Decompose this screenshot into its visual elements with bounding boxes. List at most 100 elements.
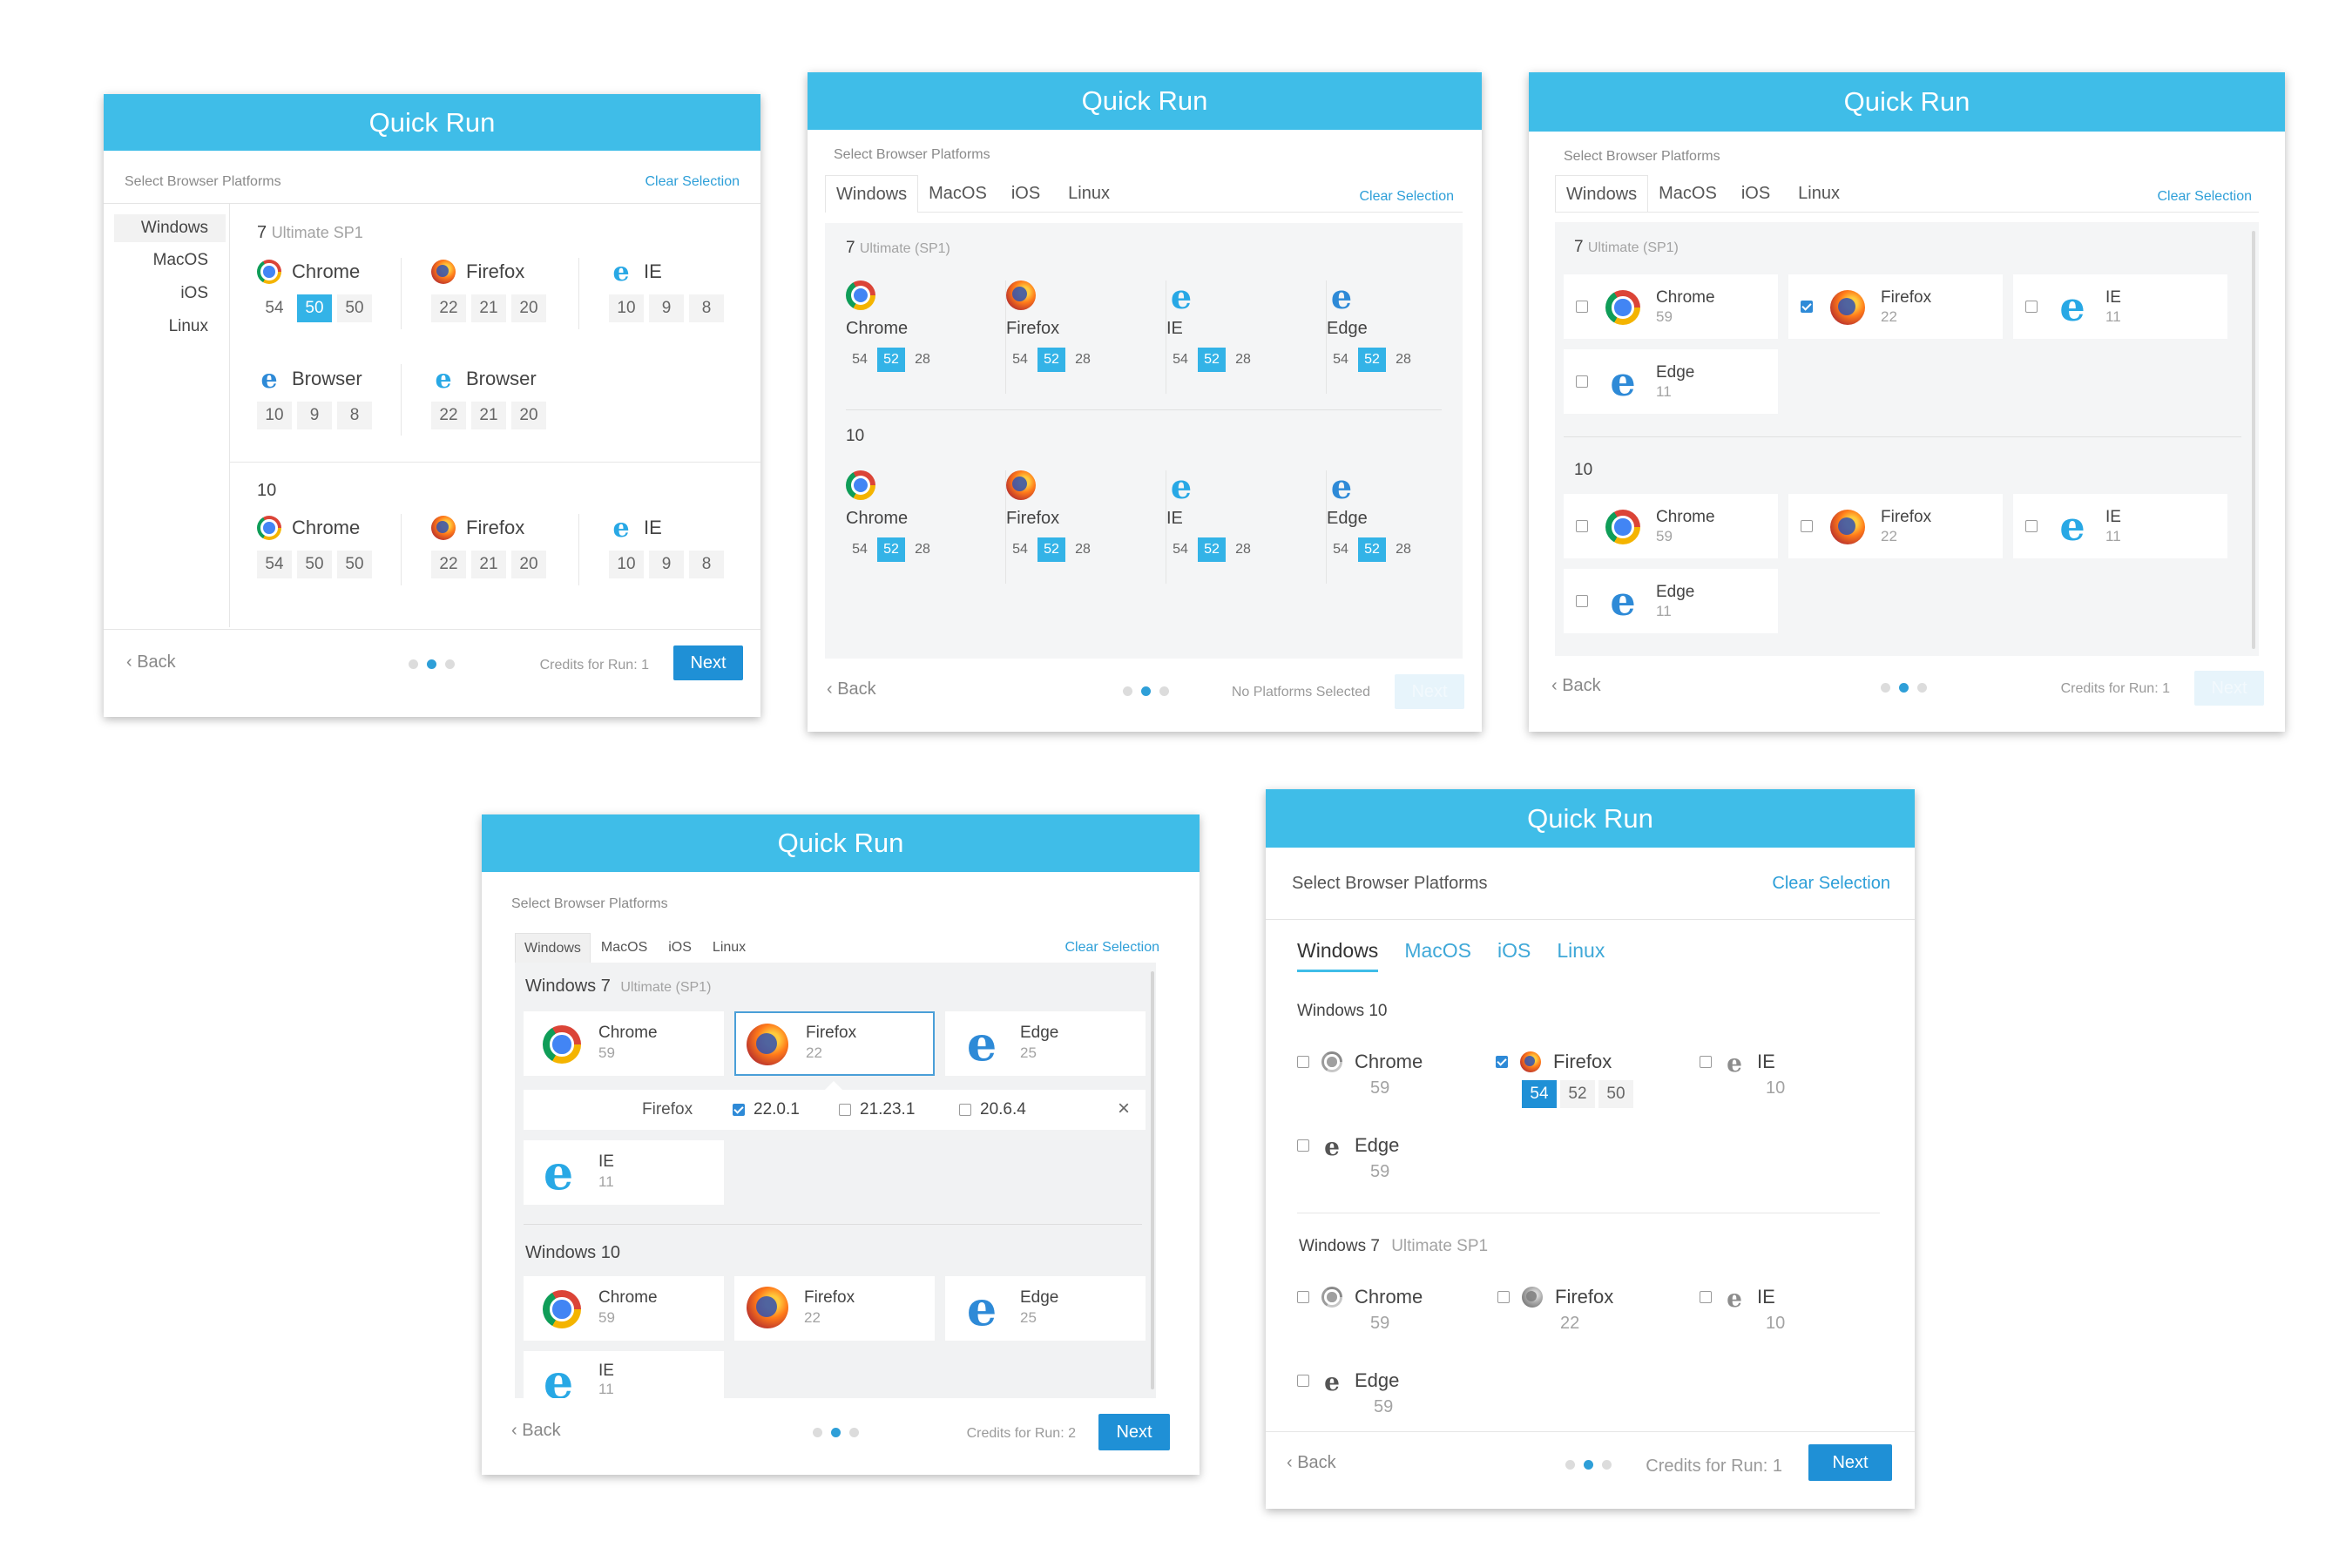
version-option[interactable]: 21.23.1	[839, 1100, 915, 1119]
version-chip[interactable]: 54	[1333, 542, 1348, 557]
version-chip[interactable]: 50	[297, 551, 332, 578]
version-chip[interactable]: 54	[1173, 352, 1188, 367]
clear-selection-link[interactable]: Clear Selection	[1064, 940, 1160, 955]
tile-checkbox[interactable]	[1576, 520, 1588, 532]
version-chip[interactable]: 10	[257, 402, 292, 429]
tab-windows[interactable]: Windows	[1555, 175, 1649, 213]
version-checkbox[interactable]	[839, 1104, 851, 1116]
browser-tile[interactable]: e Edge 25	[945, 1276, 1146, 1341]
version-chip[interactable]: 8	[689, 294, 724, 322]
browser-tile[interactable]: Chrome 59	[1564, 494, 1778, 558]
version-chip[interactable]: 54	[852, 352, 868, 367]
browser-tile[interactable]: e IE 11	[524, 1351, 724, 1398]
browser-checkbox[interactable]	[1297, 1291, 1309, 1303]
clear-selection-link[interactable]: Clear Selection	[1359, 189, 1455, 204]
version-chip[interactable]: 20	[511, 402, 546, 429]
browser-tile[interactable]: Chrome 59	[524, 1011, 724, 1076]
version-chip[interactable]: 8	[689, 551, 724, 578]
next-button[interactable]: Next	[1808, 1444, 1892, 1481]
os-item-ios[interactable]: iOS	[180, 284, 208, 302]
browser-tile[interactable]: e Edge 11	[1564, 349, 1778, 414]
browser-option[interactable]: Chrome 59	[1297, 1286, 1471, 1334]
version-option[interactable]: 20.6.4	[959, 1100, 1026, 1119]
version-chip[interactable]: 54	[1333, 352, 1348, 367]
tile-checkbox[interactable]	[2025, 301, 2038, 313]
tab-windows[interactable]: Windows	[1297, 939, 1379, 972]
back-button[interactable]: ‹ Back	[1287, 1453, 1336, 1473]
version-chip[interactable]: 54	[852, 542, 868, 557]
version-chip[interactable]: 28	[1235, 542, 1251, 557]
tab-linux[interactable]: Linux	[1557, 939, 1605, 962]
version-chip[interactable]: 52	[877, 348, 905, 372]
tab-ios[interactable]: iOS	[668, 940, 692, 955]
tab-linux[interactable]: Linux	[1068, 184, 1110, 203]
back-button[interactable]: ‹ Back	[511, 1421, 561, 1441]
browser-tile[interactable]: Chrome 59	[1564, 274, 1778, 339]
tab-macos[interactable]: MacOS	[929, 184, 987, 203]
os-item-macos[interactable]: MacOS	[152, 251, 208, 269]
version-chip[interactable]: 20	[511, 551, 546, 578]
version-chip[interactable]: 28	[1075, 542, 1091, 557]
version-chip[interactable]: 54	[257, 294, 292, 322]
tab-windows[interactable]: Windows	[825, 175, 919, 213]
version-chip[interactable]: 22	[431, 294, 466, 322]
browser-checkbox[interactable]	[1297, 1375, 1309, 1387]
tab-linux[interactable]: Linux	[712, 940, 747, 955]
tile-checkbox[interactable]	[1576, 301, 1588, 313]
scrollbar[interactable]	[2252, 231, 2255, 649]
os-item-linux[interactable]: Linux	[168, 317, 208, 335]
tab-macos[interactable]: MacOS	[1404, 939, 1471, 962]
next-button[interactable]: Next	[1098, 1414, 1170, 1450]
version-chip[interactable]: 52	[1037, 348, 1065, 372]
version-chip[interactable]: 28	[915, 542, 930, 557]
version-option[interactable]: 22.0.1	[733, 1100, 800, 1119]
browser-checkbox[interactable]	[1700, 1056, 1712, 1068]
next-button[interactable]: Next	[1395, 674, 1464, 709]
version-chip[interactable]: 8	[337, 402, 372, 429]
tab-macos[interactable]: MacOS	[1659, 184, 1717, 203]
clear-selection-link[interactable]: Clear Selection	[1772, 874, 1890, 893]
browser-tile[interactable]: e IE 11	[2013, 274, 2227, 339]
version-chip[interactable]: 50	[297, 294, 332, 322]
browser-option[interactable]: Chrome 59	[1297, 1051, 1471, 1098]
version-chip[interactable]: 28	[1235, 352, 1251, 367]
browser-tile[interactable]: Firefox 22	[734, 1276, 935, 1341]
back-button[interactable]: ‹ Back	[126, 652, 176, 672]
version-chip[interactable]: 9	[649, 294, 684, 322]
tab-linux[interactable]: Linux	[1798, 184, 1840, 203]
version-chip[interactable]: 52	[877, 537, 905, 562]
version-chip[interactable]: 9	[297, 402, 332, 429]
browser-tile[interactable]: Firefox 22	[1788, 274, 2003, 339]
version-chip[interactable]: 54	[1012, 352, 1028, 367]
version-chip[interactable]: 54	[1012, 542, 1028, 557]
version-chip[interactable]: 28	[1396, 542, 1411, 557]
next-button[interactable]: Next	[673, 645, 743, 680]
version-chip[interactable]: 52	[1037, 537, 1065, 562]
next-button[interactable]: Next	[2194, 671, 2264, 706]
version-chip[interactable]: 20	[511, 294, 546, 322]
back-button[interactable]: ‹ Back	[1551, 676, 1601, 696]
browser-tile[interactable]: e Edge 11	[1564, 569, 1778, 633]
tab-macos[interactable]: MacOS	[600, 940, 648, 955]
version-chip[interactable]: 52	[1358, 537, 1386, 562]
version-chip[interactable]: 10	[609, 294, 644, 322]
browser-checkbox[interactable]	[1497, 1291, 1510, 1303]
tile-checkbox[interactable]	[1576, 375, 1588, 388]
version-chip[interactable]: 52	[1198, 537, 1226, 562]
tab-windows[interactable]: Windows	[515, 933, 591, 963]
tab-ios[interactable]: iOS	[1497, 939, 1531, 962]
browser-checkbox[interactable]	[1297, 1056, 1309, 1068]
back-button[interactable]: ‹ Back	[827, 679, 876, 700]
os-item-windows[interactable]: Windows	[114, 214, 226, 242]
version-chip[interactable]: 54	[1522, 1080, 1557, 1108]
version-chip[interactable]: 28	[1396, 352, 1411, 367]
browser-option[interactable]: Firefox 22	[1497, 1286, 1672, 1334]
clear-selection-link[interactable]: Clear Selection	[645, 174, 740, 189]
version-chip[interactable]: 52	[1358, 348, 1386, 372]
browser-tile[interactable]: Chrome 59	[524, 1276, 724, 1341]
tile-checkbox[interactable]	[1801, 520, 1813, 532]
